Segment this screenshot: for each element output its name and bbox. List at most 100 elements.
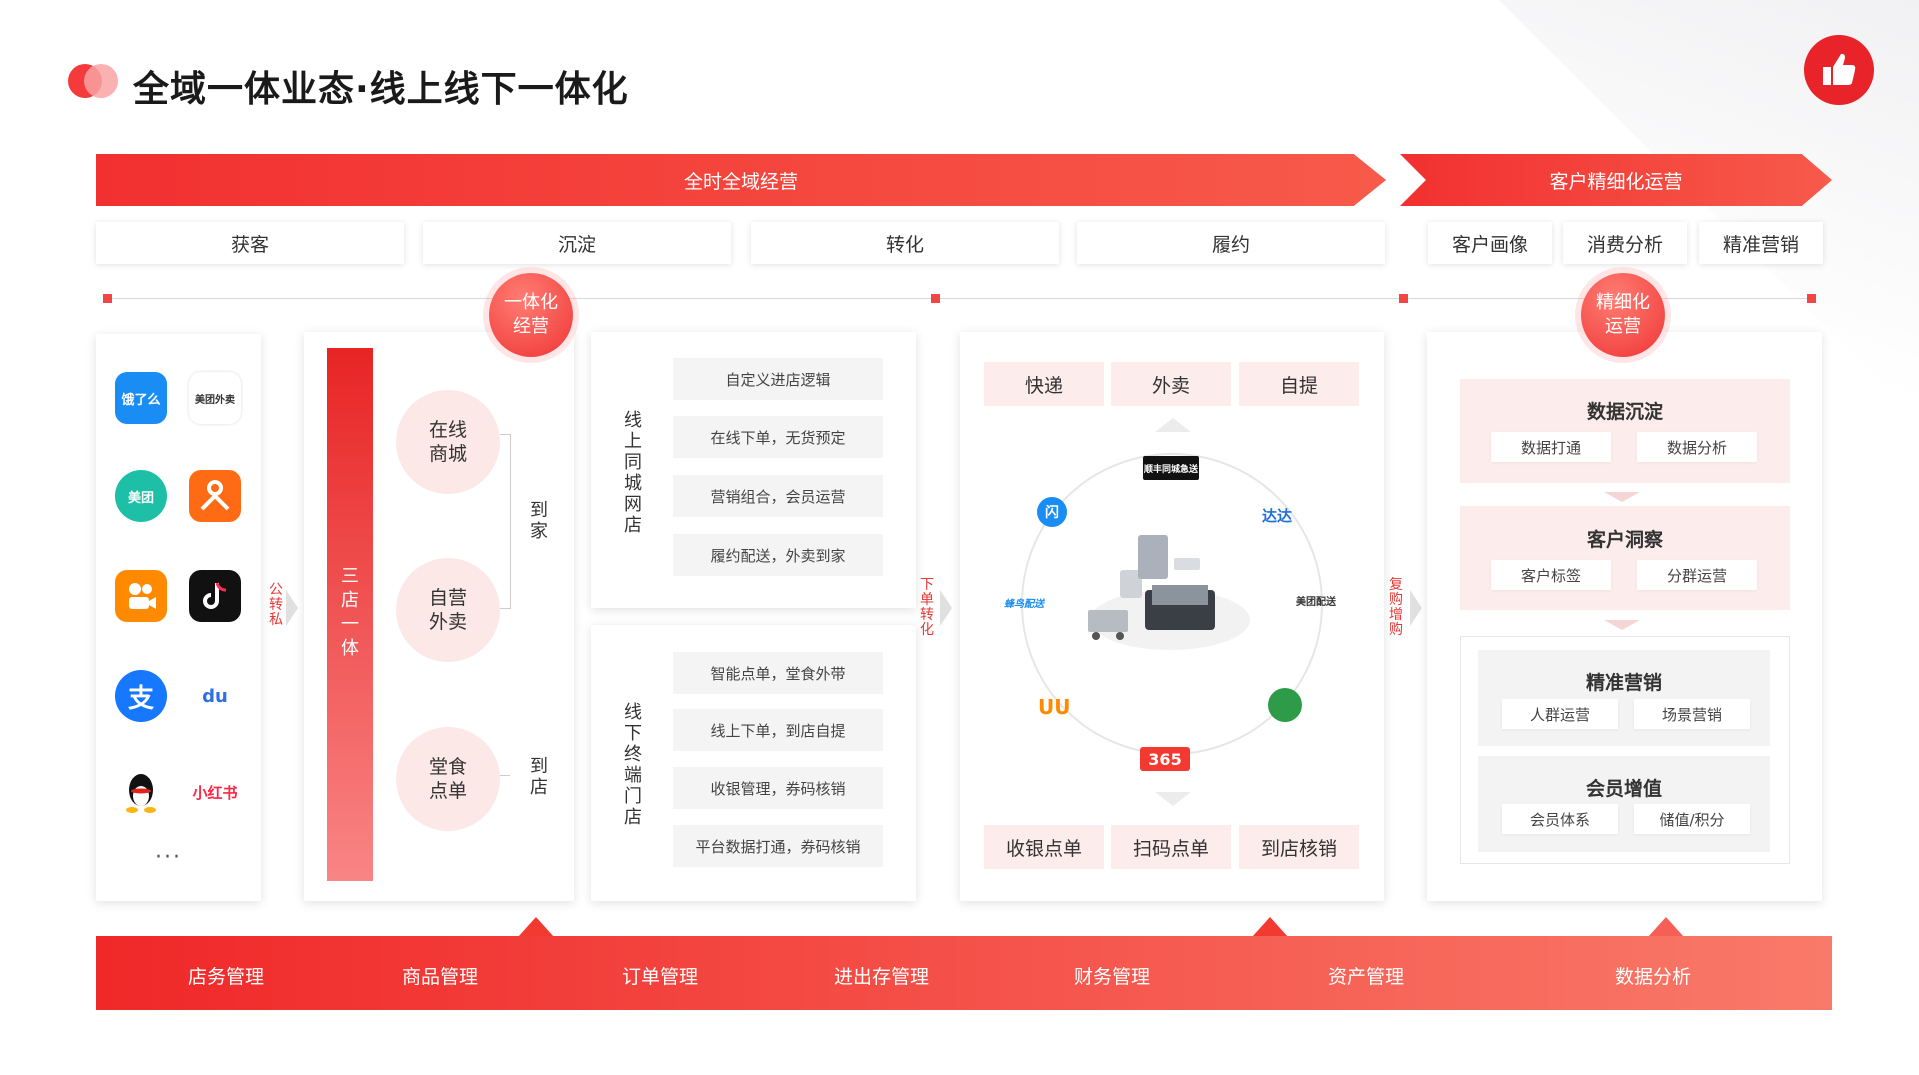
- bracket-to-home: [500, 434, 511, 609]
- bottom-item-analytics: 数据分析: [1615, 966, 1692, 988]
- stage-tab: 转化: [751, 222, 1059, 264]
- segment-ops-button: 分群运营: [1637, 560, 1757, 590]
- dada-logo-icon: 达达: [1262, 507, 1293, 525]
- meituan-label: 美团: [127, 490, 154, 506]
- bottom-item-order: 订单管理: [622, 966, 699, 988]
- eleme-icon: 饿了么: [115, 372, 167, 424]
- meituan-waimai-label: 美团外卖: [195, 394, 235, 406]
- data-settle-block: [1460, 379, 1790, 483]
- sf-express-logo-icon: 顺丰同城急送: [1143, 456, 1199, 480]
- meituan-icon: 美团: [115, 470, 167, 522]
- crowd-ops-button: 人群运营: [1502, 699, 1618, 729]
- qq-icon: [115, 766, 167, 818]
- offline-store-label: 线 下 终 端 门 店: [624, 702, 642, 828]
- bottom-item-product: 商品管理: [402, 966, 479, 988]
- private-domain-label: 公 转 私: [269, 582, 283, 628]
- bracket-to-store: [500, 775, 510, 776]
- bottom-item-asset: 资产管理: [1328, 966, 1405, 988]
- alipay-icon: 支: [115, 670, 167, 722]
- fulfillment-tab-verify: 到店核销: [1239, 825, 1359, 869]
- courier-mascot-icon: [1268, 688, 1302, 722]
- customer-tag-button: 客户标签: [1491, 560, 1611, 590]
- scene-marketing-button: 场景营销: [1634, 699, 1750, 729]
- eleme-label: 饿了么: [121, 392, 161, 408]
- integration-bubble-label: 一体化 经营: [504, 292, 558, 337]
- marketing-group-frame: [1460, 636, 1790, 864]
- triangle-up-icon: [1155, 418, 1191, 432]
- online-store-item: 营销组合，会员运营: [673, 475, 883, 517]
- stage-tab: 精准营销: [1699, 222, 1823, 264]
- timeline: [107, 298, 1812, 299]
- to-home-label: 到 家: [530, 500, 548, 542]
- refine-bubble: 精细化 运营: [1581, 273, 1665, 357]
- member-system-button: 会员体系: [1502, 804, 1618, 834]
- delivery-ring: [1021, 453, 1323, 755]
- bottom-bar-notch: [1252, 917, 1288, 937]
- chevron-right-icon: [286, 590, 298, 626]
- timeline-dot: [931, 294, 940, 303]
- three-stores-bar: [327, 348, 373, 881]
- timeline-dot: [1807, 294, 1816, 303]
- offline-store-item: 收银管理，券码核销: [673, 767, 883, 809]
- fulfillment-tab-cashier: 收银点单: [984, 825, 1104, 869]
- precise-marketing-title: 精准营销: [1585, 672, 1662, 694]
- fulfillment-tab-express: 快递: [984, 362, 1104, 406]
- precise-marketing-block: [1478, 650, 1770, 746]
- stage-tab: 客户画像: [1428, 222, 1552, 264]
- title-dot-light-icon: [84, 64, 118, 98]
- xiaohongshu-icon: 小红书: [189, 766, 241, 818]
- timeline-dot: [103, 294, 112, 303]
- fulfillment-tab-scan: 扫码点单: [1111, 825, 1231, 869]
- page-title: 全域一体业态·线上线下一体化: [133, 69, 629, 110]
- online-store-label: 线 上 同 城 网 店: [624, 410, 642, 536]
- thumbs-up-logo-icon: [1804, 35, 1874, 105]
- online-mall-label: 在线 商城: [428, 419, 467, 465]
- baidu-icon: du: [189, 670, 241, 722]
- stage-tab: 履约: [1077, 222, 1385, 264]
- top-bar-left: 全时全域经营: [96, 154, 1386, 206]
- chevron-down-icon: [1604, 620, 1640, 630]
- uu-logo-icon: UU: [1038, 695, 1071, 719]
- data-connect-button: 数据打通: [1491, 432, 1611, 462]
- customer-insight-block: [1460, 506, 1790, 610]
- triangle-down-icon: [1155, 792, 1191, 806]
- dianping-icon: [189, 470, 241, 522]
- kuaishou-icon: [115, 570, 167, 622]
- meituan-delivery-logo-icon: 美团配送: [1296, 597, 1336, 608]
- service365-logo-icon: 365: [1140, 747, 1190, 771]
- more-apps-icon: ···: [155, 845, 182, 870]
- bottom-bar-notch: [1648, 917, 1684, 937]
- fulfillment-tab-pickup: 自提: [1239, 362, 1359, 406]
- stage-tab: 获客: [96, 222, 404, 264]
- xiaohongshu-label: 小红书: [192, 783, 238, 802]
- stage-tab: 消费分析: [1563, 222, 1687, 264]
- stored-value-button: 储值/积分: [1634, 804, 1750, 834]
- online-store-item: 在线下单，无货预定: [673, 416, 883, 458]
- alipay-label: 支: [127, 683, 154, 714]
- integration-bubble: 一体化 经营: [489, 273, 573, 357]
- dine-in-circle: 堂食 点单: [396, 727, 500, 831]
- member-value-title: 会员增值: [1585, 778, 1662, 800]
- chevron-right-icon: [1410, 590, 1422, 626]
- flash-delivery-logo-icon: 闪: [1037, 497, 1067, 527]
- self-delivery-label: 自营 外卖: [428, 587, 467, 633]
- customer-insight-title: 客户洞察: [1586, 529, 1663, 551]
- to-store-label: 到 店: [530, 756, 548, 798]
- top-bar-left-label: 全时全域经营: [683, 170, 798, 193]
- chevron-right-icon: [940, 590, 952, 626]
- meituan-waimai-icon: 美团外卖: [189, 372, 241, 424]
- douyin-icon: [189, 570, 241, 622]
- bottom-bar-notch: [518, 917, 554, 937]
- three-stores-label: 三 店 一 体: [341, 566, 359, 659]
- bottom-item-store: 店务管理: [188, 966, 265, 988]
- online-store-item: 自定义进店逻辑: [673, 358, 883, 400]
- data-settle-title: 数据沉淀: [1586, 401, 1663, 423]
- top-bar-right-label: 客户精细化运营: [1549, 170, 1683, 193]
- stage-tab: 沉淀: [423, 222, 731, 264]
- baidu-label: du: [202, 685, 228, 707]
- online-mall-circle: 在线 商城: [396, 390, 500, 494]
- dine-in-label: 堂食 点单: [428, 756, 467, 802]
- repurchase-label: 复 购 增 购: [1389, 577, 1403, 638]
- top-bar-right: 客户精细化运营: [1400, 154, 1832, 206]
- self-delivery-circle: 自营 外卖: [396, 558, 500, 662]
